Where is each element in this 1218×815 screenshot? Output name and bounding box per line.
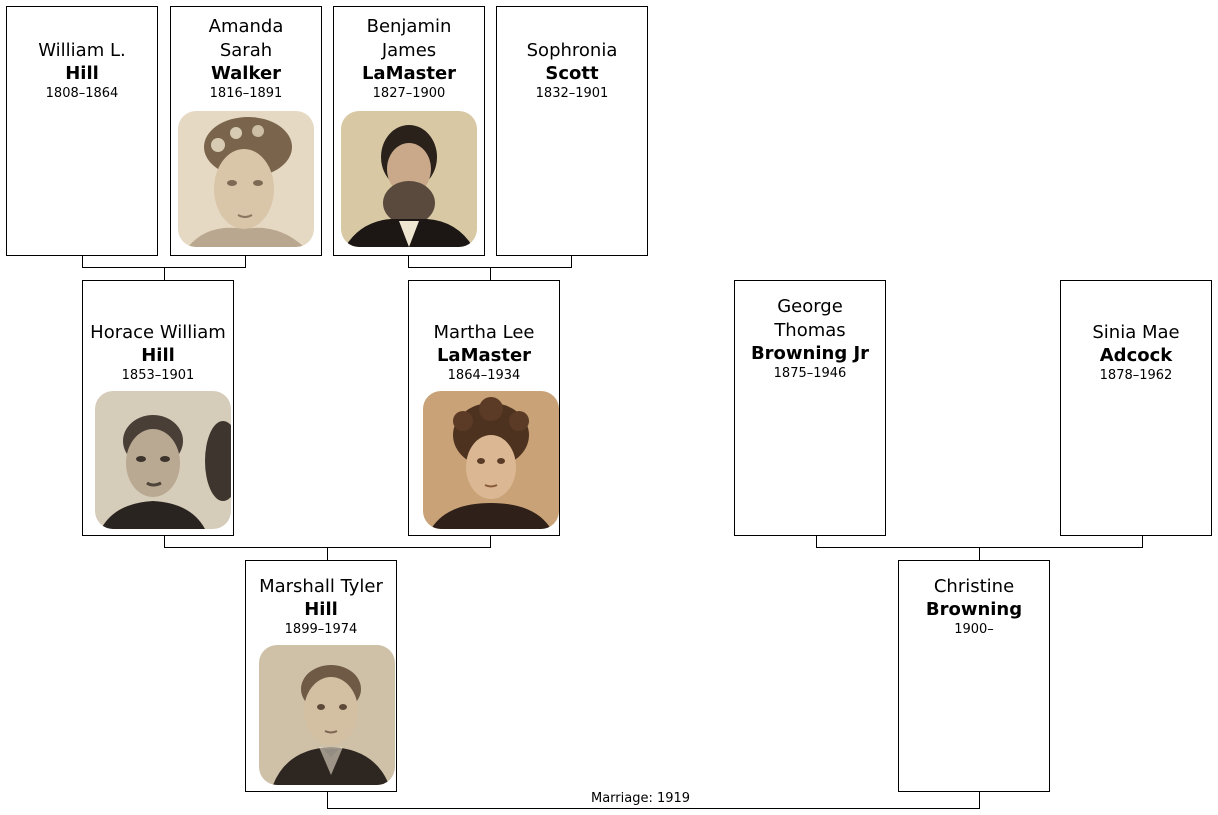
given-name: Sophronia (526, 40, 618, 61)
couple-connector (408, 255, 572, 268)
life-dates: 1864–1934 (447, 368, 521, 383)
person-card-sinia-adcock[interactable]: Sinia Mae Adcock 1878–1962 (1060, 280, 1212, 536)
couple-connector (82, 255, 246, 268)
life-dates: 1816–1891 (209, 86, 283, 101)
person-card-george-browning[interactable]: George Thomas Browning Jr 1875–1946 (734, 280, 886, 536)
given-name: George Thomas (774, 296, 846, 341)
given-name: Marshall Tyler (259, 576, 383, 597)
given-name: Martha Lee (433, 322, 535, 343)
person-card-amanda-walker[interactable]: Amanda Sarah Walker 1816–1891 (170, 6, 322, 256)
surname: Hill (65, 63, 99, 84)
given-name: Christine (933, 576, 1015, 597)
surname: Walker (210, 63, 282, 84)
given-name: Horace William (90, 322, 226, 343)
life-dates: 1832–1901 (535, 86, 609, 101)
given-name: William L. (38, 40, 126, 61)
life-dates: 1853–1901 (121, 368, 195, 383)
surname: Scott (545, 63, 599, 84)
surname: Adcock (1099, 345, 1173, 366)
surname: LaMaster (361, 63, 457, 84)
portrait-photo (259, 645, 395, 785)
portrait-photo (95, 391, 231, 529)
person-card-marshall-hill[interactable]: Marshall Tyler Hill 1899–1974 (245, 560, 397, 792)
person-card-martha-lamaster[interactable]: Martha Lee LaMaster 1864–1934 (408, 280, 560, 536)
surname: Hill (141, 345, 175, 366)
surname: Browning (925, 599, 1023, 620)
life-dates: 1900– (954, 622, 994, 637)
marriage-label: Marriage: 1919 (588, 791, 694, 807)
surname: Browning Jr (750, 343, 870, 364)
portrait-photo (423, 391, 559, 529)
life-dates: 1875–1946 (773, 366, 847, 381)
life-dates: 1827–1900 (372, 86, 446, 101)
life-dates: 1878–1962 (1099, 368, 1173, 383)
life-dates: 1808–1864 (45, 86, 119, 101)
surname: Hill (304, 599, 338, 620)
person-card-benjamin-lamaster[interactable]: Benjamin James LaMaster 1827–1900 (333, 6, 485, 256)
given-name: Amanda Sarah (208, 16, 284, 61)
couple-connector (164, 535, 491, 548)
given-name: Benjamin James (366, 16, 452, 61)
portrait-photo (341, 111, 477, 247)
portrait-photo (178, 111, 314, 247)
person-card-horace-hill[interactable]: Horace William Hill 1853–1901 (82, 280, 234, 536)
surname: LaMaster (436, 345, 532, 366)
life-dates: 1899–1974 (284, 622, 358, 637)
person-card-christine-browning[interactable]: Christine Browning 1900– (898, 560, 1050, 792)
given-name: Sinia Mae (1092, 322, 1180, 343)
couple-connector (816, 535, 1143, 548)
marriage-connector (327, 791, 980, 809)
person-card-sophronia-scott[interactable]: Sophronia Scott 1832–1901 (496, 6, 648, 256)
person-card-william-hill[interactable]: William L. Hill 1808–1864 (6, 6, 158, 256)
